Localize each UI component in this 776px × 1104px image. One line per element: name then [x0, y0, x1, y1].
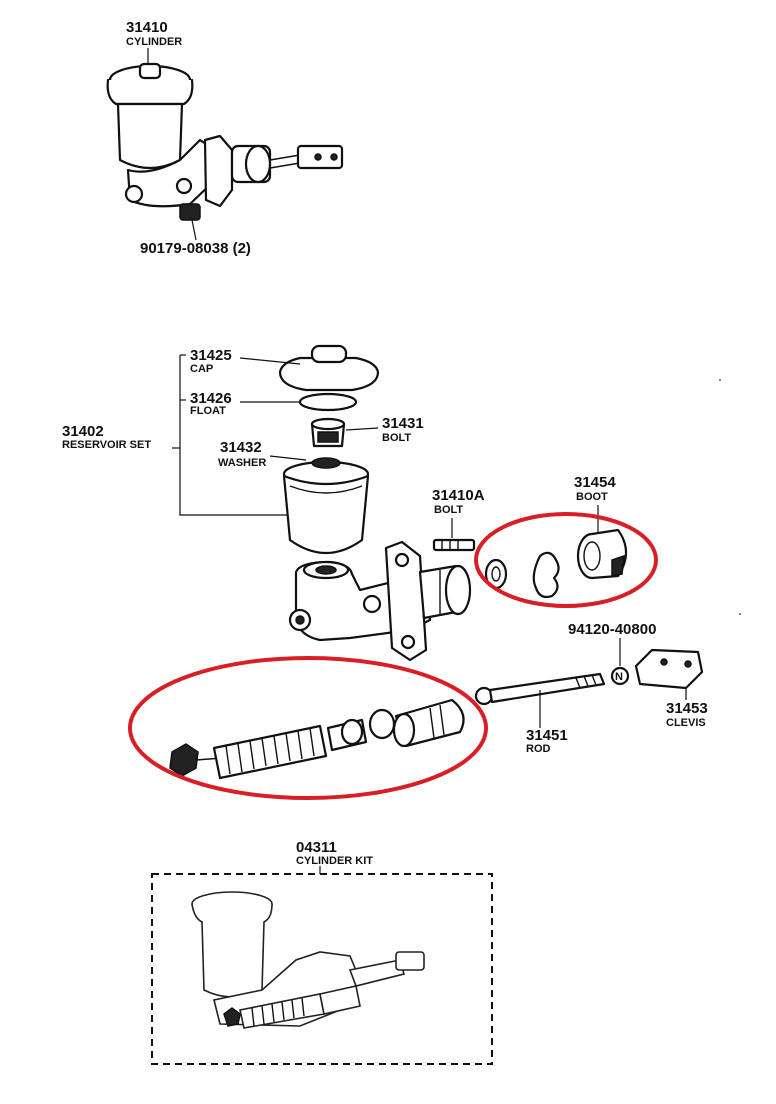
part-number-31431: 31431 — [382, 415, 424, 432]
bolt-31431: 31431 BOLT — [310, 415, 424, 448]
part-name-boot: BOOT — [576, 491, 608, 503]
part-name-reservoir-set: RESERVOIR SET — [62, 439, 151, 451]
part-name-bolt-31410a: BOLT — [434, 504, 463, 516]
part-name-cap: CAP — [190, 363, 213, 375]
piston-highlight-circle — [128, 656, 488, 800]
part-number-31453: 31453 — [666, 700, 708, 717]
part-number-31402: 31402 — [62, 423, 104, 440]
part-name-clevis: CLEVIS — [666, 717, 706, 729]
top-cylinder-assembly: 31410 CYLINDER 90179-08038 (2) — [106, 19, 344, 257]
part-number-94120: 94120-40800 — [568, 621, 656, 638]
part-number-31451: 31451 — [526, 727, 568, 744]
piston-spring-assembly — [128, 656, 488, 800]
part-number-90179: 90179-08038 (2) — [140, 240, 251, 257]
part-name-rod: ROD — [526, 743, 551, 755]
part-number-31426: 31426 — [190, 390, 232, 407]
rod-31451: 31451 ROD — [474, 672, 606, 755]
nut-94120: N 94120-40800 — [568, 621, 656, 686]
part-name-cylinder-top: CYLINDER — [126, 36, 182, 48]
nut-mark: N — [615, 671, 623, 683]
cap-31425: 31425 CAP — [190, 344, 380, 392]
reservoir-body: 31402 RESERVOIR SET — [62, 423, 370, 555]
cylinder-kit: 04311 CYLINDER KIT — [151, 839, 493, 1065]
boot-assembly: 31454 BOOT — [474, 474, 658, 608]
part-name-cylinder-kit: CYLINDER KIT — [296, 855, 373, 867]
part-number-31425: 31425 — [190, 347, 232, 364]
part-name-washer: WASHER — [218, 457, 266, 469]
scan-dot — [739, 613, 741, 615]
part-number-31454: 31454 — [574, 474, 616, 491]
scan-dot — [719, 379, 721, 381]
part-name-float: FLOAT — [190, 405, 226, 417]
reservoir-set-bracket — [172, 354, 290, 516]
cylinder-kit-dashed-box — [151, 873, 493, 1065]
washer-31432: 31432 WASHER — [218, 439, 307, 469]
master-cylinder-body — [288, 540, 472, 662]
clevis-31453: 31453 CLEVIS — [634, 648, 708, 729]
boot-highlight-circle — [474, 512, 658, 608]
bolt-31410a: 31410A BOLT — [432, 487, 485, 552]
part-number-31432: 31432 — [220, 439, 262, 456]
part-number-04311: 04311 — [296, 839, 337, 856]
part-number-31410: 31410 — [126, 19, 168, 36]
float-31426: 31426 FLOAT — [190, 390, 358, 417]
part-name-bolt-31431: BOLT — [382, 432, 411, 444]
part-number-31410a: 31410A — [432, 487, 485, 504]
